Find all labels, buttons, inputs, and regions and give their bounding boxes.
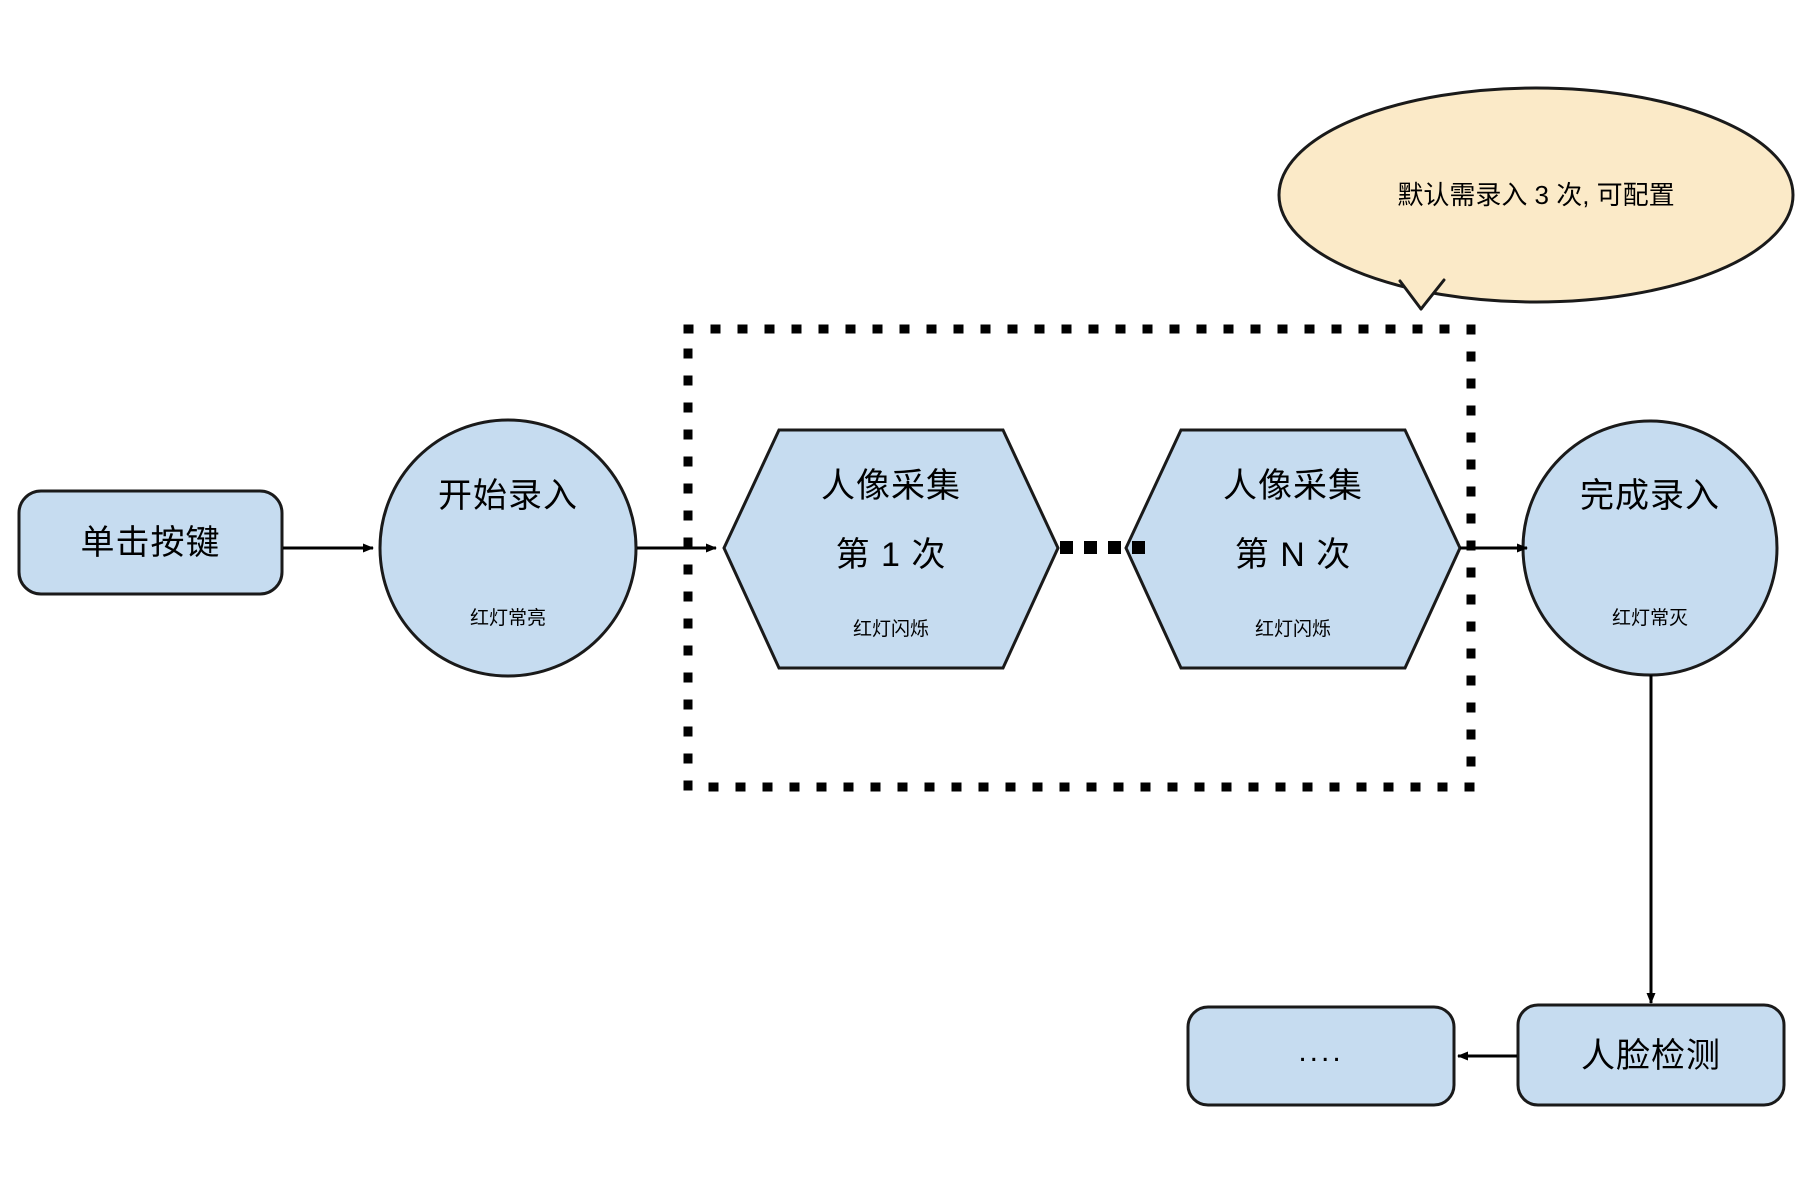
callout-bubble-shape	[1277, 86, 1795, 311]
node-finish-enroll-shape[interactable]	[1521, 419, 1779, 677]
node-capture-first-shape[interactable]	[722, 428, 1060, 670]
node-more-steps-shape[interactable]	[1186, 1005, 1456, 1107]
connector-capture-ellipsis	[1060, 541, 1145, 554]
node-face-detect-shape[interactable]	[1516, 1003, 1786, 1107]
node-start-enroll-shape[interactable]	[378, 418, 638, 678]
node-capture-nth-shape[interactable]	[1124, 428, 1462, 670]
node-click-button-shape[interactable]	[17, 489, 284, 596]
